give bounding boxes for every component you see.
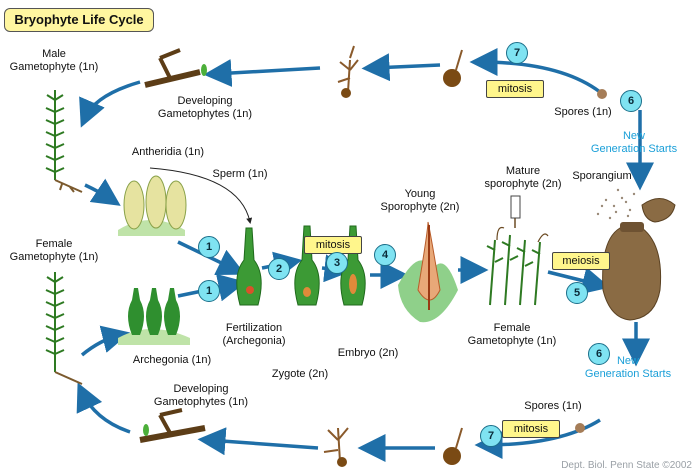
label-fertilization: Fertilization (Archegonia): [222, 322, 286, 347]
spore-bottom: [575, 423, 585, 433]
arrow-spores-bottom-to-germination: [474, 418, 601, 459]
developing-gametophytes-bottom-art: [139, 408, 206, 443]
male-gametophyte-art: [45, 90, 83, 193]
arrow-protonema-to-developing-bottom: [197, 427, 319, 456]
step-3-zygote-to-embryo: 3: [326, 252, 348, 274]
step-4-young-sporophyte: 4: [374, 244, 396, 266]
sporangium-capsule-art: [596, 188, 676, 321]
label-new-generation-bottom: New Generation Starts: [584, 355, 672, 380]
label-spores-bottom: Spores (1n): [524, 400, 582, 412]
protonema-bottom-art: [323, 427, 349, 467]
label-mature-sporophyte: Mature sporophyte (2n): [484, 165, 562, 190]
label-female-gametophyte-right: Female Gametophyte (1n): [467, 322, 557, 347]
zygote-archegonium: [294, 225, 320, 306]
process-mitosis-top: mitosis: [486, 80, 544, 98]
fertilization-archegonium: [236, 227, 262, 306]
protonema-top-art: [337, 45, 359, 98]
arrow-female-to-archegonia: [80, 325, 131, 357]
arrow-male-to-antheridia: [84, 178, 121, 206]
label-antheridia: Antheridia (1n): [131, 146, 205, 158]
step-6-new-generation-top: 6: [620, 90, 642, 112]
credit-text: Dept. Biol. Penn State ©2002: [561, 460, 692, 471]
arrow-developing-to-female: [76, 382, 131, 434]
process-mitosis-center: mitosis: [304, 236, 362, 254]
germinating-spore-bottom-art: [443, 427, 463, 465]
spore-top: [597, 89, 607, 99]
archegonia-art: [118, 288, 190, 345]
label-zygote: Zygote (2n): [271, 368, 329, 380]
sperm-path: [149, 167, 253, 224]
label-male-gametophyte: Male Gametophyte (1n): [9, 48, 99, 73]
label-developing-gametophytes-top: Developing Gametophytes (1n): [157, 95, 253, 120]
step-1-antheridia: 1: [198, 236, 220, 258]
released-spores: [596, 188, 636, 220]
label-sperm: Sperm (1n): [212, 168, 268, 180]
arrow-mature-to-capsule: [547, 267, 611, 295]
step-7-mitosis-top: 7: [506, 42, 528, 64]
antheridia-art: [118, 175, 187, 236]
female-gametophyte-art: [45, 272, 83, 385]
label-sporangium: Sporangium: [572, 170, 632, 182]
arrow-spores-to-germination-top: [469, 48, 602, 94]
embryo-archegonium: [340, 225, 366, 306]
label-female-gametophyte-left: Female Gametophyte (1n): [9, 238, 99, 263]
label-new-generation-top: New Generation Starts: [590, 130, 678, 155]
diagram-title: Bryophyte Life Cycle: [4, 8, 154, 32]
label-spores-top: Spores (1n): [554, 106, 612, 118]
step-2-fertilization: 2: [268, 258, 290, 280]
germinating-spore-top-art: [443, 49, 463, 87]
developing-gametophytes-top-art: [144, 48, 207, 88]
mature-sporophyte-art: [486, 195, 549, 306]
step-1-archegonia: 1: [198, 280, 220, 302]
arrow-protonema-to-developing-top: [203, 59, 321, 87]
step-6-new-generation-bottom: 6: [588, 343, 610, 365]
step-7-mitosis-bottom: 7: [480, 425, 502, 447]
young-sporophyte-art: [398, 221, 458, 323]
label-young-sporophyte: Young Sporophyte (2n): [380, 188, 460, 213]
arrow-developing-to-male: [79, 80, 141, 128]
process-meiosis: meiosis: [552, 252, 610, 270]
label-embryo: Embryo (2n): [337, 347, 399, 359]
arrow-germination-to-protonema-top: [361, 53, 441, 82]
label-developing-gametophytes-bottom: Developing Gametophytes (1n): [153, 383, 249, 408]
step-5-meiosis: 5: [566, 282, 588, 304]
label-archegonia: Archegonia (1n): [132, 354, 212, 366]
process-mitosis-bottom: mitosis: [502, 420, 560, 438]
